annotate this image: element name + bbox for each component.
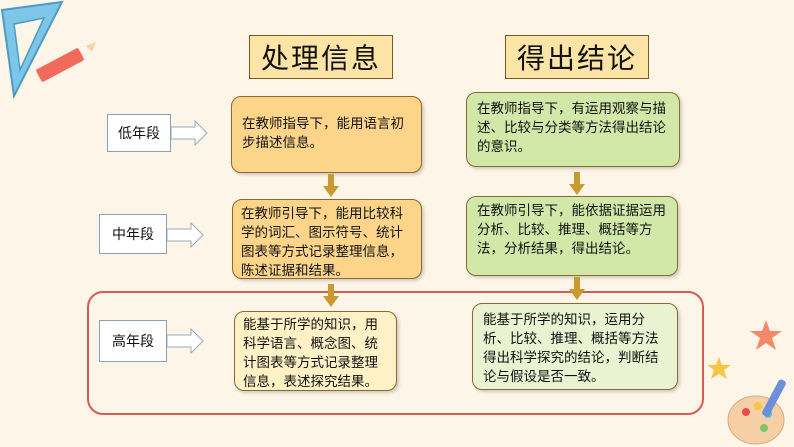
right-arrow-icon <box>167 222 204 248</box>
process-box-high: 能基于所学的知识，用科学语言、概念图、统计图表等方式记录整理信息，表述探究结果。 <box>234 311 397 391</box>
heading-process-info: 处理信息 <box>249 35 393 79</box>
right-arrow-icon <box>171 120 208 146</box>
down-arrow-icon <box>323 284 339 307</box>
process-box-mid: 在教师引导下，能用比较科学的词汇、图示符号、统计图表等方式记录整理信息，陈述证据… <box>232 199 422 279</box>
right-arrow-icon <box>167 328 204 354</box>
down-arrow-icon <box>569 172 585 195</box>
high-grade-highlight-frame <box>87 291 704 415</box>
conclude-box-low: 在教师指导下，有运用观察与描述、比较与分类等方法得出结论的意识。 <box>466 92 680 167</box>
heading-draw-conclusion: 得出结论 <box>505 35 649 79</box>
grade-label-mid: 中年段 <box>99 214 167 254</box>
down-arrow-icon <box>569 277 585 300</box>
triangle-ruler-icon <box>0 0 64 100</box>
conclude-box-mid: 在教师引导下，能依据证据运用分析、比较、推理、概括等方法，分析结果，得出结论。 <box>466 196 678 276</box>
grade-label-low: 低年段 <box>107 114 171 152</box>
palette-icon <box>727 379 786 445</box>
grade-label-high: 高年段 <box>99 320 167 362</box>
down-arrow-icon <box>323 174 339 197</box>
pencil-icon <box>36 42 96 82</box>
process-box-low: 在教师指导下，能用语言初步描述信息。 <box>231 96 422 173</box>
conclude-box-high: 能基于所学的知识，运用分析、比较、推理、概括等方法得出科学探究的结论，判断结论与… <box>472 303 678 390</box>
star-icon <box>707 357 731 379</box>
star-icon <box>750 320 782 350</box>
